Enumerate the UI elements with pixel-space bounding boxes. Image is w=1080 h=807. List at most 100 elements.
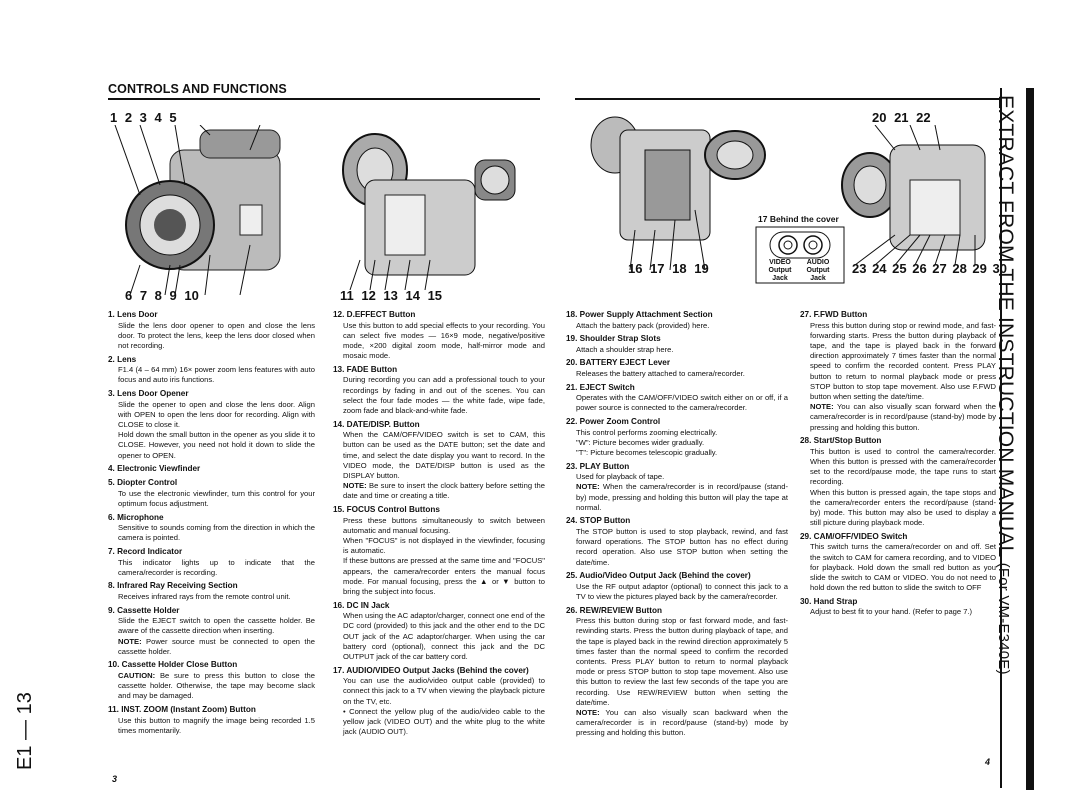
control-item-heading: 10. Cassette Holder Close Button bbox=[108, 660, 238, 670]
control-item-heading: 2. Lens bbox=[108, 354, 137, 364]
description-text: If these buttons are pressed at the same… bbox=[343, 556, 545, 596]
control-item-heading: 1. Lens Door bbox=[108, 310, 158, 319]
description-text: "T": Picture becomes telescopic graduall… bbox=[576, 447, 718, 457]
control-item-heading: 21. EJECT Switch bbox=[566, 382, 635, 392]
control-item-heading: 6. Microphone bbox=[108, 512, 164, 522]
control-item-heading: 30. Hand Strap bbox=[800, 596, 858, 606]
control-item-heading: 16. DC IN Jack bbox=[333, 600, 390, 610]
control-item-heading: 24. STOP Button bbox=[566, 516, 631, 526]
control-item-description: CAUTION: Be sure to press this button to… bbox=[118, 671, 315, 702]
av-jacks-inset bbox=[755, 226, 845, 284]
page-number-right: 4 bbox=[985, 757, 991, 767]
control-item-heading: 18. Power Supply Attachment Section bbox=[566, 310, 713, 319]
control-item-description: Slide the opener to open and close the l… bbox=[118, 400, 315, 431]
control-item-description: Releases the battery attached to camera/… bbox=[576, 369, 788, 379]
note-label: NOTE: bbox=[118, 636, 142, 646]
control-item-description: This control performs zooming electrical… bbox=[576, 428, 788, 438]
control-item-description: • Connect the yellow plug of the audio/v… bbox=[343, 707, 545, 738]
control-item-description: "T": Picture becomes telescopic graduall… bbox=[576, 448, 788, 458]
control-item: 17. AUDIO/VIDEO Output Jacks (Behind the… bbox=[333, 666, 545, 738]
note-label: NOTE: bbox=[576, 482, 600, 492]
control-item-description: Use the RF output adaptor (optional) to … bbox=[576, 582, 788, 602]
description-text: During recording you can add a professio… bbox=[343, 375, 545, 415]
description-text: Use this button to add special effects t… bbox=[343, 320, 545, 361]
camcorder-front-illustration bbox=[114, 125, 281, 295]
control-item-description: This switch turns the camera/recorder on… bbox=[810, 542, 996, 593]
control-item-heading: 9. Cassette Holder bbox=[108, 605, 180, 615]
control-item-heading: 12. D.EFFECT Button bbox=[333, 310, 416, 319]
control-item-description: Press this button during stop or fast fo… bbox=[576, 616, 788, 708]
description-text: To use the electronic viewfinder, turn t… bbox=[118, 488, 315, 508]
fig3-bottom-callouts: 16 17 18 19 bbox=[628, 261, 709, 276]
control-item-heading: 29. CAM/OFF/VIDEO Switch bbox=[800, 531, 908, 541]
control-item-heading: 14. DATE/DISP. Button bbox=[333, 419, 420, 429]
control-item-description: Press this button during stop or rewind … bbox=[810, 321, 996, 403]
description-text: Press these buttons simultaneously to sw… bbox=[343, 515, 545, 535]
description-text: Slide the lens door opener to open and c… bbox=[118, 320, 315, 350]
control-item-description: Use this button to magnify the image bei… bbox=[118, 716, 315, 736]
description-text: • Connect the yellow plug of the audio/v… bbox=[343, 706, 545, 737]
description-text: Be sure to insert the clock battery befo… bbox=[343, 481, 545, 501]
control-item-heading: 5. Diopter Control bbox=[108, 478, 178, 488]
control-item-description: Slide the lens door opener to open and c… bbox=[118, 321, 315, 352]
control-item-description: When this button is pressed again, the t… bbox=[810, 488, 996, 529]
control-item-heading: 25. Audio/Video Output Jack (Behind the … bbox=[566, 571, 751, 581]
description-text: When "FOCUS" is not displayed in the vie… bbox=[343, 535, 545, 556]
control-item-description: This button is used to control the camer… bbox=[810, 447, 996, 488]
control-item-description: "W": Picture becomes wider gradually. bbox=[576, 438, 788, 448]
side-band bbox=[1000, 88, 1034, 788]
description-text: Adjust to best fit to your hand. (Refer … bbox=[810, 607, 973, 617]
note-label: NOTE: bbox=[810, 402, 834, 412]
description-text: F1.4 (4 – 64 mm) 16× power zoom lens fea… bbox=[118, 365, 315, 385]
control-item-description: Hold down the small button in the opener… bbox=[118, 430, 315, 461]
vertical-title-main: EXTRACT FROM THE INSTRUCTION MANUAL bbox=[994, 95, 1017, 557]
description-text: The STOP button is used to stop playback… bbox=[576, 526, 788, 567]
description-text: This switch turns the camera/recorder on… bbox=[810, 542, 996, 593]
description-text: Attach a shoulder strap here. bbox=[576, 344, 674, 354]
description-text: This indicator lights up to indicate tha… bbox=[118, 557, 315, 577]
control-item-heading: 20. BATTERY EJECT Lever bbox=[566, 358, 671, 368]
fig2-bottom-callouts: 11 12 13 14 15 bbox=[340, 288, 443, 303]
section-title: CONTROLS AND FUNCTIONS bbox=[108, 82, 287, 96]
description-text: Hold down the small button in the opener… bbox=[118, 430, 315, 460]
control-item-description: NOTE: You can also visually scan forward… bbox=[810, 402, 996, 433]
description-text: Use the RF output adaptor (optional) to … bbox=[576, 581, 788, 601]
control-item-description: Attach the battery pack (provided) here. bbox=[576, 321, 788, 331]
control-item-description: F1.4 (4 – 64 mm) 16× power zoom lens fea… bbox=[118, 365, 315, 385]
description-text: When the CAM/OFF/VIDEO switch is set to … bbox=[343, 430, 545, 480]
description-text: Press this button during stop or fast fo… bbox=[576, 616, 788, 707]
description-text: Slide the EJECT switch to open the casse… bbox=[118, 616, 315, 636]
control-item-description: This indicator lights up to indicate tha… bbox=[118, 558, 315, 578]
control-item-description: NOTE: When the camera/recorder is in rec… bbox=[576, 482, 788, 513]
control-item-heading: 11. INST. ZOOM (Instant Zoom) Button bbox=[108, 705, 256, 715]
control-item-description: Slide the EJECT switch to open the casse… bbox=[118, 616, 315, 636]
description-text: Press this button during stop or rewind … bbox=[810, 320, 996, 401]
note-label: NOTE: bbox=[576, 707, 600, 717]
description-text: You can also visually scan backward when… bbox=[576, 707, 788, 738]
vertical-manual-title: EXTRACT FROM THE INSTRUCTION MANUAL (For… bbox=[993, 95, 1017, 675]
control-item-heading: 8. Infrared Ray Receiving Section bbox=[108, 581, 238, 591]
